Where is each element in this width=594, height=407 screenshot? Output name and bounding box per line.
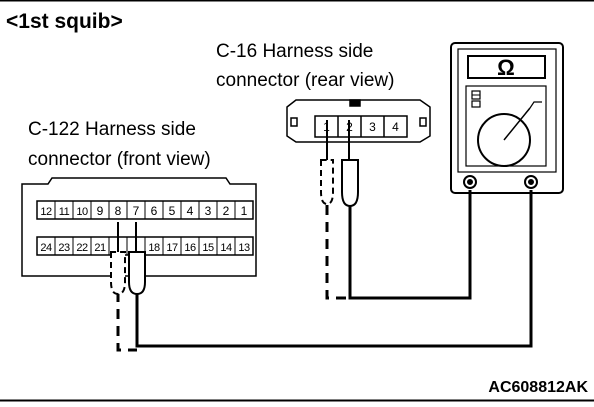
harness-dashed-wires	[116, 205, 350, 352]
ohmmeter	[450, 42, 564, 194]
c122-pin-12: 12	[40, 206, 52, 218]
c122-label-line2: connector (front view)	[28, 149, 211, 170]
figure-code: AC608812AK	[488, 379, 588, 396]
c122-label-line1: C-122 Harness side	[28, 119, 196, 140]
c16-pin-3: 3	[369, 120, 376, 134]
c122-pin-24: 24	[40, 242, 52, 254]
c122-pin-5: 5	[169, 204, 176, 218]
c122-pin-9: 9	[97, 204, 104, 218]
c122-pin-22: 22	[76, 242, 88, 254]
c122-pin-7: 7	[133, 204, 140, 218]
c122-bottom-row-labels: 24 23 22 21 18 17 16 15 14 13	[40, 242, 250, 254]
meter-lead-wires	[135, 190, 533, 348]
c16-label-line1: C-16 Harness side	[216, 41, 373, 62]
heading: <1st squib>	[6, 10, 123, 33]
c122-pin-6: 6	[151, 204, 158, 218]
c122-pin-11: 11	[59, 206, 70, 218]
c122-pin-17: 17	[166, 242, 178, 254]
c122-pin-14: 14	[220, 242, 232, 254]
meter-terminals	[463, 175, 538, 189]
c122-top-row-labels: 12 11 10 9 8 7 6 5 4 3 2 1	[40, 204, 247, 218]
c122-pin-4: 4	[187, 204, 194, 218]
c16-pin-4: 4	[392, 120, 399, 134]
c16-probes	[320, 120, 359, 208]
c122-pin-1: 1	[241, 204, 248, 218]
c16-connector	[286, 99, 431, 143]
c122-probes	[110, 222, 146, 296]
c122-pin-3: 3	[205, 204, 212, 218]
c122-pin-13: 13	[238, 242, 250, 254]
c16-label-line2: connector (rear view)	[216, 70, 394, 91]
c122-pin-10: 10	[76, 206, 88, 218]
c122-pin-grid	[54, 201, 236, 255]
c122-pin-18: 18	[148, 242, 160, 254]
c122-pin-15: 15	[202, 242, 214, 254]
c122-pin-21: 21	[94, 242, 106, 254]
c122-pin-16: 16	[184, 242, 196, 254]
c122-pin-23: 23	[58, 242, 70, 254]
ohm-symbol: Ω	[497, 55, 515, 80]
c122-pin-8: 8	[115, 204, 122, 218]
c122-pin-2: 2	[223, 204, 230, 218]
